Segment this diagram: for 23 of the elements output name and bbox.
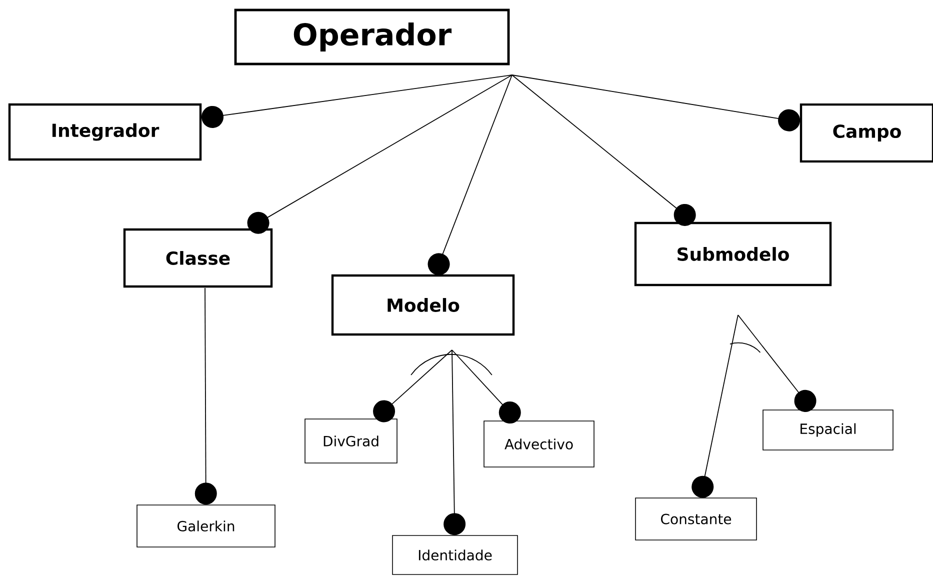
association-line — [373, 350, 452, 422]
association-line — [512, 74, 800, 132]
class-box: Submodelo — [634, 222, 832, 286]
class-box: Advectivo — [484, 420, 594, 468]
class-box: DivGrad — [304, 418, 398, 464]
class-box: Integrador — [8, 103, 202, 161]
class-box: Classe — [123, 228, 273, 288]
class-box: Identidade — [392, 535, 518, 575]
association-line — [452, 350, 521, 424]
class-box: Constante — [635, 498, 757, 540]
association-line — [428, 74, 512, 276]
association-line — [247, 74, 512, 234]
class-box: Modelo — [331, 274, 515, 336]
association-line — [512, 74, 696, 226]
class-box: Galerkin — [136, 504, 276, 548]
class-box: Espacial — [762, 410, 894, 450]
class-box: Operador — [234, 8, 510, 66]
class-box: Campo — [800, 103, 933, 163]
association-line — [444, 350, 466, 536]
association-line — [738, 314, 816, 412]
association-line — [202, 74, 512, 128]
association-line — [194, 288, 217, 505]
association-line — [692, 314, 738, 498]
